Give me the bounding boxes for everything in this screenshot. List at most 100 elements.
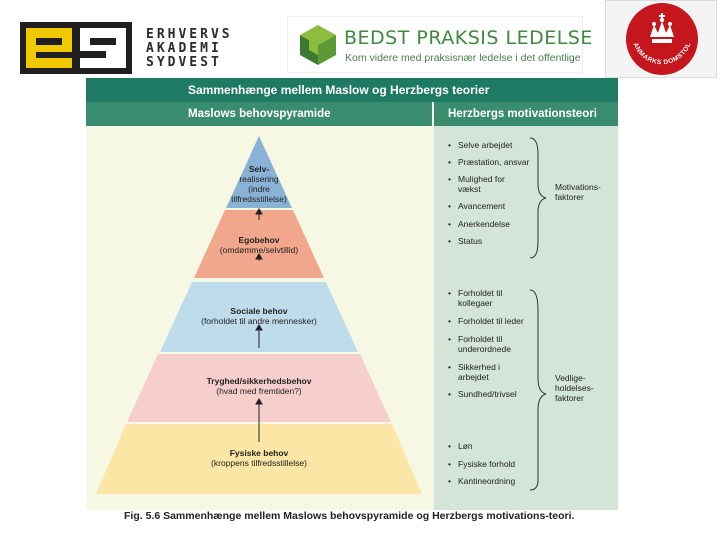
- hygiene-factors-label: Vedlige- holdelses- faktorer: [555, 373, 594, 403]
- level-label-safety: Tryghed/sikkerhedsbehov (hvad med fremti…: [169, 376, 349, 396]
- bullet-icon: •: [448, 362, 451, 372]
- ea-logo-icon: [20, 22, 132, 74]
- pyramid-level-self-realisation: [226, 136, 292, 208]
- level-line: (indre: [248, 184, 270, 194]
- figure-title: Sammenhænge mellem Maslow og Herzbergs t…: [86, 78, 618, 102]
- group-label-line: faktorer: [555, 393, 584, 403]
- item-text: kollegaer: [458, 298, 493, 308]
- level-title: Sociale behov: [230, 306, 288, 316]
- pyramid-level-social: [160, 282, 358, 352]
- motivation-brace: [529, 137, 547, 259]
- bpl-title: BEDST PRAKSIS LEDELSE: [344, 27, 593, 49]
- list-item: • Løn: [448, 441, 473, 451]
- list-item: • Fysiske forhold: [448, 459, 515, 469]
- pyramid-level-safety: [127, 354, 391, 422]
- group-label-line: Vedlige-: [555, 373, 586, 383]
- item-text: Fysiske forhold: [458, 459, 516, 469]
- list-item: • Status: [448, 236, 482, 246]
- level-line: (kroppens tilfredsstillelse): [211, 458, 307, 468]
- level-label-self-realisation: Selv- realisering (indre tilfredsstillel…: [221, 164, 297, 204]
- list-item: • Kantineordning: [448, 476, 515, 486]
- arrow-head: [255, 398, 263, 405]
- herzberg-panel: [434, 126, 618, 510]
- hygiene-brace: [529, 289, 547, 491]
- arrow-head: [255, 324, 263, 331]
- arrows: [255, 208, 263, 442]
- bullet-icon: •: [448, 389, 451, 399]
- bullet-icon: •: [448, 140, 451, 150]
- level-line: (omdømme/selvtillid): [219, 245, 299, 255]
- bullet-icon: •: [448, 441, 451, 451]
- list-item: •Forholdet til: [448, 288, 502, 298]
- item-text: Forholdet til: [458, 288, 503, 298]
- bullet-icon: •: [448, 174, 451, 184]
- maslow-pyramid: [96, 136, 422, 494]
- maslow-herzberg-figure: Sammenhænge mellem Maslow og Herzbergs t…: [86, 78, 618, 510]
- bullet-icon: •: [448, 459, 451, 469]
- level-line: (hvad med fremtiden?): [216, 386, 302, 396]
- danmarks-domstole-logo: DANMARKS DOMSTOLE: [605, 0, 717, 78]
- crown-seal-icon: DANMARKS DOMSTOLE: [606, 1, 698, 75]
- level-label-social: Sociale behov (forholdet til andre menne…: [169, 306, 349, 326]
- bullet-icon: •: [448, 236, 451, 246]
- list-item: kollegaer: [448, 298, 493, 308]
- ea-line: ERHVERVS: [146, 27, 233, 42]
- pyramid-level-physical: [96, 424, 422, 494]
- item-text: Sikkerhed i: [458, 362, 501, 372]
- arrow-head: [255, 253, 263, 260]
- level-label-physical: Fysiske behov (kroppens tilfredsstillels…: [169, 448, 349, 468]
- figure-caption: Fig. 5.6 Sammenhænge mellem Maslows beho…: [124, 510, 575, 522]
- level-title: Selv-: [248, 164, 270, 174]
- cube-icon: [300, 25, 336, 65]
- list-item: arbejdet: [448, 372, 489, 382]
- erhvervsakademi-logo-mark: [20, 22, 132, 74]
- bullet-icon: •: [448, 334, 451, 344]
- arrow-head: [255, 208, 263, 215]
- list-item: • Mulighed for: [448, 174, 505, 184]
- item-text: Forholdet til leder: [458, 316, 524, 326]
- list-item: • Sundhed/trivsel: [448, 389, 517, 399]
- list-item: underordnede: [448, 344, 511, 354]
- list-item: • Sikkerhed i: [448, 362, 500, 372]
- list-item: • Forholdet til: [448, 334, 502, 344]
- bedst-praksis-ledelse-logo: BEDST PRAKSIS LEDELSE Kom videre med pra…: [287, 16, 592, 73]
- maslow-header: Maslows behovspyramide: [86, 102, 432, 126]
- bullet-icon: •: [448, 476, 451, 486]
- bullet-icon: •: [448, 316, 451, 326]
- list-item: vækst: [448, 184, 481, 194]
- item-text: Kantineordning: [458, 476, 516, 486]
- level-line: realisering: [239, 174, 279, 184]
- list-item: • Selve arbejdet: [448, 140, 512, 150]
- item-text: Præstation, ansvar: [458, 157, 530, 167]
- list-item: •Anerkendelse: [448, 219, 510, 229]
- item-text: underordnede: [458, 344, 511, 354]
- item-text: Avancement: [458, 201, 506, 211]
- bpl-subtitle: Kom videre med praksisnær ledelse i det …: [345, 52, 581, 64]
- bullet-icon: •: [448, 157, 451, 167]
- braces: [529, 137, 547, 491]
- ea-line: AKADEMI: [146, 41, 222, 56]
- item-text: Anerkendelse: [458, 219, 510, 229]
- item-text: Status: [458, 236, 483, 246]
- item-text: vækst: [458, 184, 481, 194]
- item-text: arbejdet: [458, 372, 489, 382]
- list-item: • Avancement: [448, 201, 505, 211]
- item-text: Mulighed for: [458, 174, 505, 184]
- item-text: Selve arbejdet: [458, 140, 513, 150]
- erhvervsakademi-logo-text: ERHVERVS AKADEMI SYDVEST: [146, 28, 233, 70]
- level-line: tilfredsstillelse): [231, 194, 287, 204]
- pyramid-level-ego: [194, 210, 324, 278]
- level-title: Fysiske behov: [229, 448, 289, 458]
- item-text: Forholdet til: [458, 334, 503, 344]
- bullet-icon: •: [448, 201, 451, 211]
- group-label-line: faktorer: [555, 192, 584, 202]
- level-label-ego: Egobehov (omdømme/selvtillid): [189, 235, 329, 255]
- item-text: Sundhed/trivsel: [458, 389, 517, 399]
- item-text: Løn: [458, 441, 473, 451]
- level-line: (forholdet til andre mennesker): [201, 316, 317, 326]
- list-item: • Forholdet til leder: [448, 316, 524, 326]
- motivation-factors-label: Motivations- faktorer: [555, 182, 601, 202]
- group-label-line: Motivations-: [555, 182, 601, 192]
- herzberg-header: Herzbergs motivationsteori: [434, 102, 618, 126]
- level-title: Tryghed/sikkerhedsbehov: [206, 376, 312, 386]
